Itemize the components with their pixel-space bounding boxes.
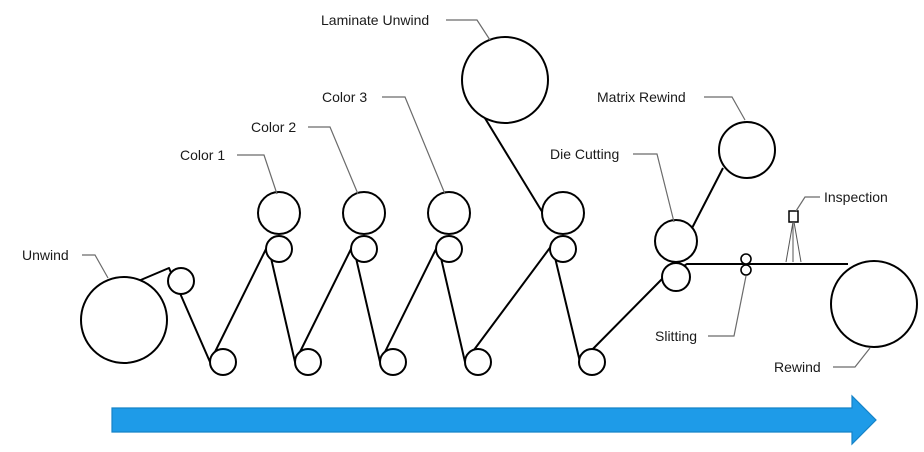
color3-leader — [382, 96, 446, 195]
die-cutting-leader — [633, 153, 675, 223]
die-cutting-label: Die Cutting — [550, 146, 619, 162]
color2-leader — [308, 126, 359, 195]
laminate-nip-roll — [541, 191, 585, 235]
color3-impression-roll — [435, 235, 463, 263]
laminate-unwind-leader — [446, 19, 491, 41]
laminate-unwind-roll — [461, 36, 549, 124]
color3-plate-roll — [427, 191, 471, 235]
color1-plate-roll — [257, 191, 301, 235]
unwind-leader — [82, 254, 109, 279]
web-path — [135, 244, 848, 363]
color2-impression-roll — [350, 235, 378, 263]
color2-plate-roll — [342, 191, 386, 235]
color1-label: Color 1 — [180, 147, 225, 163]
bottom-idler-2 — [294, 348, 322, 376]
laminate-web — [479, 109, 553, 229]
bottom-idler-1 — [209, 348, 237, 376]
slitting-knife-upper — [740, 253, 752, 265]
color1-leader — [237, 154, 278, 195]
inspection-label: Inspection — [824, 189, 888, 205]
flow-direction-arrow — [111, 394, 877, 446]
rewind-leader — [833, 347, 871, 368]
die-anvil-roll — [661, 262, 691, 292]
laminate-impression-roll — [549, 235, 577, 263]
color3-label: Color 3 — [322, 89, 367, 105]
die-cutting-roll — [654, 219, 698, 263]
matrix-rewind-label: Matrix Rewind — [597, 89, 686, 105]
matrix-rewind-leader — [704, 96, 746, 121]
bottom-idler-5 — [578, 348, 606, 376]
inspection-view-line-right — [793, 221, 802, 263]
color1-impression-roll — [265, 235, 293, 263]
unwind-label: Unwind — [22, 247, 69, 263]
slitting-knife-lower — [740, 264, 752, 276]
inspection-leader — [795, 196, 820, 212]
matrix-rewind-roll — [718, 121, 776, 179]
slitting-label: Slitting — [655, 328, 697, 344]
rewind-roll — [830, 260, 918, 348]
laminate-unwind-label: Laminate Unwind — [321, 12, 429, 28]
idler-roller-1 — [167, 267, 195, 295]
unwind-roll — [80, 276, 168, 364]
inspection-view-line-left — [785, 221, 794, 263]
bottom-idler-3 — [379, 348, 407, 376]
bottom-idler-4 — [464, 348, 492, 376]
slitting-leader — [708, 275, 747, 337]
matrix-web — [689, 167, 724, 233]
color2-label: Color 2 — [251, 119, 296, 135]
inspection-camera-icon — [788, 210, 799, 223]
rewind-label: Rewind — [774, 359, 821, 375]
